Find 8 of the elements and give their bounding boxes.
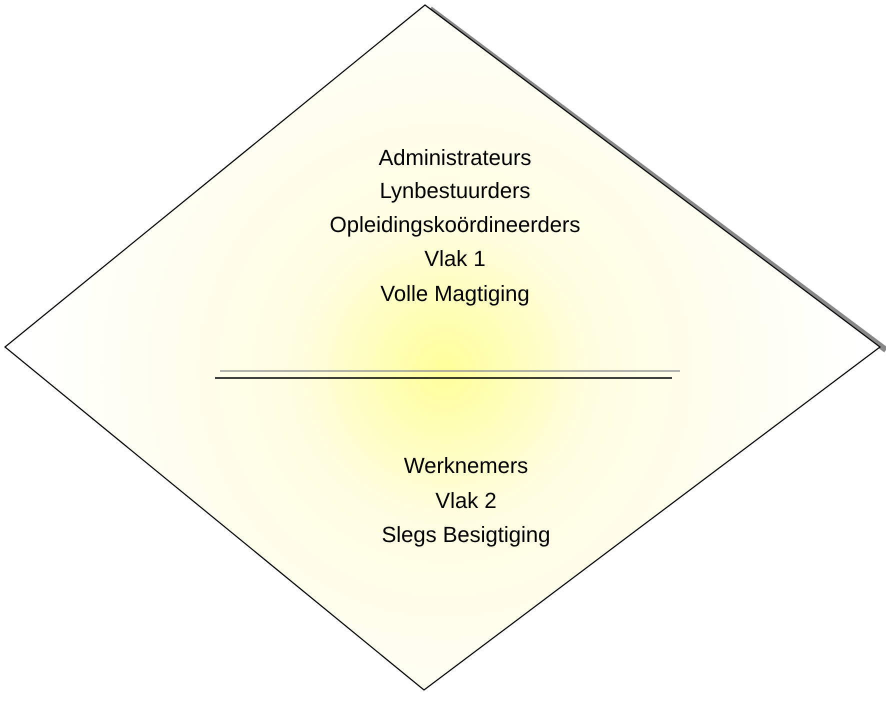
role-text: Werknemers (404, 454, 528, 478)
role-text: Lynbestuurders (380, 178, 530, 204)
role-text: Administrateurs (378, 146, 532, 170)
role-text: Volle Magtiging (380, 282, 530, 306)
role-text: Opleidingskoördineerders (330, 212, 580, 238)
role-text: Vlak 1 (424, 246, 486, 272)
role-text: Slegs Besigtiging (382, 522, 550, 548)
role-text: Vlak 2 (435, 488, 497, 514)
